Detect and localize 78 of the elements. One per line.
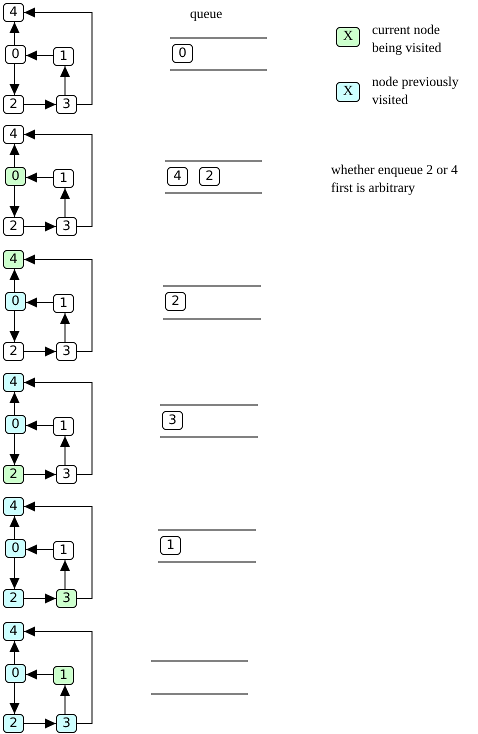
arrow [24, 626, 92, 724]
queue-heading: queue [190, 5, 224, 23]
legend-swatch: X [336, 82, 360, 102]
legend-text: current node being visited [372, 21, 442, 57]
graph-node: 4 [3, 125, 24, 144]
arrow [10, 558, 20, 590]
arrow [24, 254, 92, 352]
graph-node: 2 [3, 342, 24, 361]
graph-node: 0 [5, 45, 26, 64]
arrow [24, 346, 56, 356]
arrow [26, 50, 54, 60]
graph-node: 3 [56, 589, 77, 608]
arrow [10, 640, 20, 664]
queue-item: 4 [167, 167, 188, 186]
graph-node: 0 [5, 292, 26, 311]
arrow [24, 8, 92, 105]
arrow [24, 222, 56, 232]
graph-node: 0 [5, 664, 26, 683]
arrow [24, 594, 56, 604]
graph-node: 2 [3, 95, 24, 114]
arrow [10, 434, 20, 466]
graph-node: 4 [3, 622, 24, 641]
queue-item: 0 [172, 44, 193, 63]
graph-node: 4 [3, 373, 24, 392]
graph-node: 4 [3, 3, 24, 22]
arrow [10, 144, 20, 168]
arrow [10, 682, 20, 714]
arrow [60, 188, 70, 218]
graph-node: 3 [56, 217, 77, 236]
graph-node: 4 [3, 250, 24, 269]
queue-item: 3 [162, 411, 183, 430]
queue-item: 2 [165, 292, 186, 311]
arrow [60, 312, 70, 342]
arrow [10, 310, 20, 342]
graph-node: 4 [3, 497, 24, 516]
graph-node: 0 [5, 539, 26, 558]
arrow [10, 64, 20, 96]
arrow [24, 130, 92, 227]
graph-node: 2 [3, 714, 24, 733]
graph-node: 1 [53, 169, 74, 188]
graph-node: 1 [53, 666, 74, 685]
arrow [10, 268, 20, 292]
queue-item: 1 [160, 536, 181, 555]
arrow [26, 298, 54, 308]
arrow [24, 502, 92, 599]
arrow [26, 544, 54, 554]
arrow [24, 718, 56, 728]
note: whether enqueue 2 or 4 first is arbitrary [331, 161, 459, 197]
arrow [10, 186, 20, 218]
graph-node: 0 [5, 415, 26, 434]
arrow [26, 172, 54, 182]
arrow [10, 22, 20, 46]
arrow [10, 392, 20, 416]
graph-node: 2 [3, 465, 24, 484]
arrow [24, 378, 92, 475]
graph-node: 1 [53, 541, 74, 560]
arrow [26, 420, 54, 430]
graph-node: 3 [56, 95, 77, 114]
graph-node: 1 [53, 47, 74, 66]
graph-node: 1 [53, 294, 74, 313]
graph-node: 3 [56, 714, 77, 733]
arrow [10, 516, 20, 540]
queue-item: 2 [199, 167, 220, 186]
arrow [60, 684, 70, 714]
graph-node: 3 [56, 465, 77, 484]
legend-text: node previously visited [372, 73, 460, 109]
graph-node: 2 [3, 217, 24, 236]
arrow [24, 100, 56, 110]
arrow [24, 470, 56, 480]
arrow [60, 66, 70, 96]
arrow [60, 436, 70, 466]
graph-node: 0 [5, 167, 26, 186]
legend-swatch: X [336, 27, 360, 47]
graph-node: 3 [56, 342, 77, 361]
graph-node: 1 [53, 417, 74, 436]
arrow [26, 670, 54, 680]
arrow [60, 560, 70, 590]
graph-node: 2 [3, 589, 24, 608]
